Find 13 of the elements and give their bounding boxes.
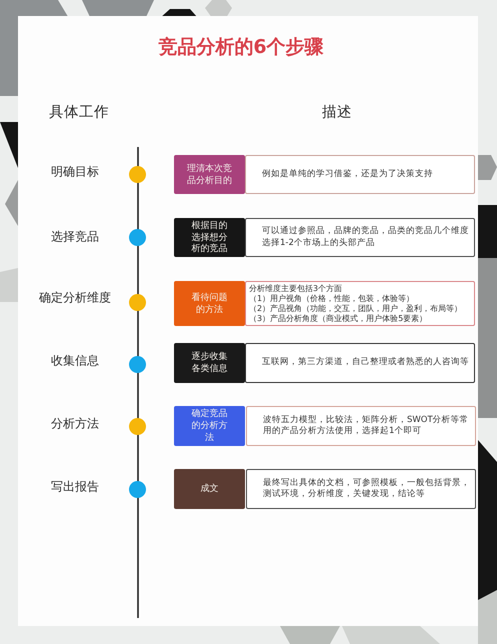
column-header: 具体工作	[49, 104, 109, 122]
title: 竞品分析的6个步骤	[158, 35, 324, 60]
list-item: （2）产品视角（功能，交互，团队，用户，盈利，布局等）	[249, 304, 462, 314]
description-text: 分析维度主要包括3个方面	[249, 284, 342, 294]
list-item: （1）用户视角（价格，性能，包装，体验等）	[249, 294, 414, 304]
step-label: 选择竞品	[51, 228, 99, 246]
step-label: 分析方法	[51, 416, 99, 432]
step-label: 明确目标	[51, 164, 99, 180]
step-label: 收集信息	[51, 352, 99, 370]
column-header: 描述	[322, 104, 352, 122]
step-label: 写出报告	[51, 478, 99, 496]
step-label: 确定分析维度	[39, 290, 111, 306]
list-item: （3）产品分析角度（商业模式，用户体验5要素）	[249, 314, 428, 324]
